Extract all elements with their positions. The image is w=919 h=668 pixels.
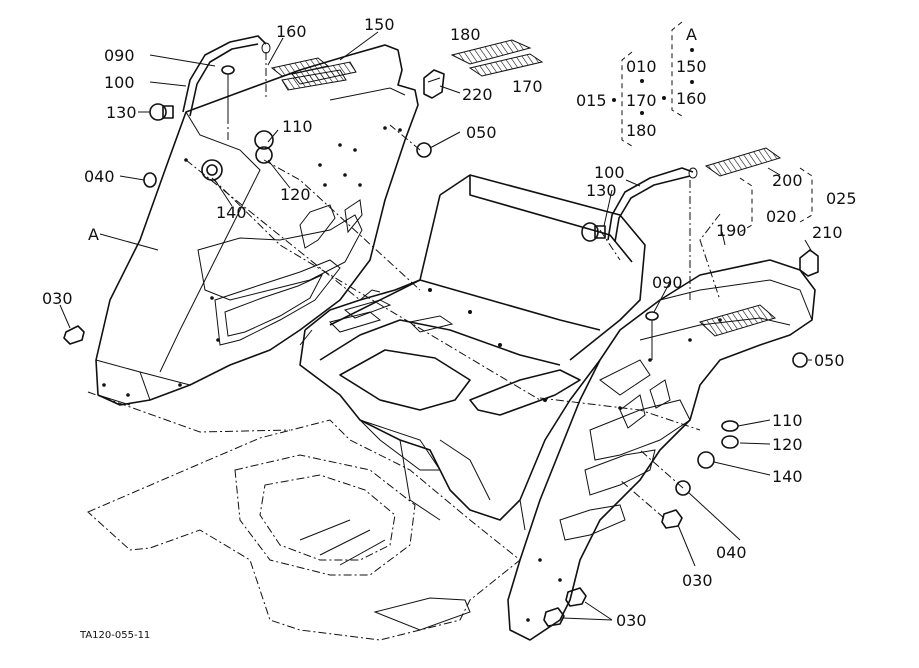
- washer-120-right: [721, 435, 739, 449]
- label-025: 025: [826, 189, 857, 208]
- decal-group-180-170: [450, 39, 544, 77]
- leader-lines: [59, 31, 813, 621]
- clip-210: [799, 249, 819, 277]
- label-A: A: [88, 225, 99, 244]
- label-160: 160: [276, 22, 307, 41]
- decal-200: [704, 147, 782, 177]
- bolt-040-left: [143, 172, 157, 188]
- legend-set-015-item-010: 010: [626, 57, 657, 76]
- label-100-left: 100: [104, 73, 135, 92]
- legend-set-A-item-150: 150: [676, 57, 707, 76]
- label-090-right: 090: [652, 273, 683, 292]
- label-110-right: 110: [772, 411, 803, 430]
- legend-set-A-item-160: 160: [676, 89, 707, 108]
- knob-090-right: [645, 311, 659, 360]
- label-110-left: 110: [282, 117, 313, 136]
- bolt-030-left: [63, 325, 85, 345]
- assembly-lines: [185, 52, 721, 519]
- set-brackets: [612, 21, 813, 233]
- label-040-left: 040: [84, 167, 115, 186]
- legend-set-015-label: 015: [576, 91, 607, 110]
- label-140-right: 140: [772, 467, 803, 486]
- label-030-bottom: 030: [616, 611, 647, 630]
- label-020: 020: [766, 207, 797, 226]
- nut-050-right: [792, 352, 808, 368]
- cap-130-right: [581, 222, 606, 242]
- washer-110-right: [721, 420, 739, 432]
- label-200: 200: [772, 171, 803, 190]
- label-030-mid: 030: [682, 571, 713, 590]
- label-140-left: 140: [216, 203, 247, 222]
- knob-090-left: [221, 65, 235, 116]
- label-130-right: 130: [586, 181, 617, 200]
- label-190: 190: [716, 221, 747, 240]
- label-030-left: 030: [42, 289, 73, 308]
- left-fender: [95, 44, 419, 406]
- label-130-left: 130: [106, 103, 137, 122]
- label-120-left: 120: [280, 185, 311, 204]
- label-180: 180: [450, 25, 481, 44]
- right-fender: [507, 259, 816, 641]
- label-050-right: 050: [814, 351, 845, 370]
- label-170: 170: [512, 77, 543, 96]
- label-050-top: 050: [466, 123, 497, 142]
- floor-plate: [87, 391, 521, 641]
- figure-id: TA120-055-11: [79, 630, 150, 641]
- clip-220: [423, 69, 445, 99]
- callout-labels: 090 100 130 160 150 110 120 040 140 A 03…: [42, 15, 857, 641]
- legend-set-A-label: A: [686, 25, 697, 44]
- bolt-030-right: [543, 509, 683, 627]
- left-grab-handle: [182, 35, 271, 117]
- label-210: 210: [812, 223, 843, 242]
- label-220: 220: [462, 85, 493, 104]
- grommet-140-left: [201, 130, 274, 181]
- bolt-040-right: [675, 480, 691, 496]
- grommet-140-right: [697, 451, 715, 469]
- label-040-right: 040: [716, 543, 747, 562]
- cap-130-left: [149, 103, 174, 121]
- label-100-right: 100: [594, 163, 625, 182]
- label-090-left: 090: [104, 46, 135, 65]
- label-120-right: 120: [772, 435, 803, 454]
- nut-050-top: [416, 142, 432, 158]
- center-tub: [299, 174, 646, 531]
- legend-set-015-item-180: 180: [626, 121, 657, 140]
- label-150: 150: [364, 15, 395, 34]
- legend-set-015-item-170: 170: [626, 91, 657, 110]
